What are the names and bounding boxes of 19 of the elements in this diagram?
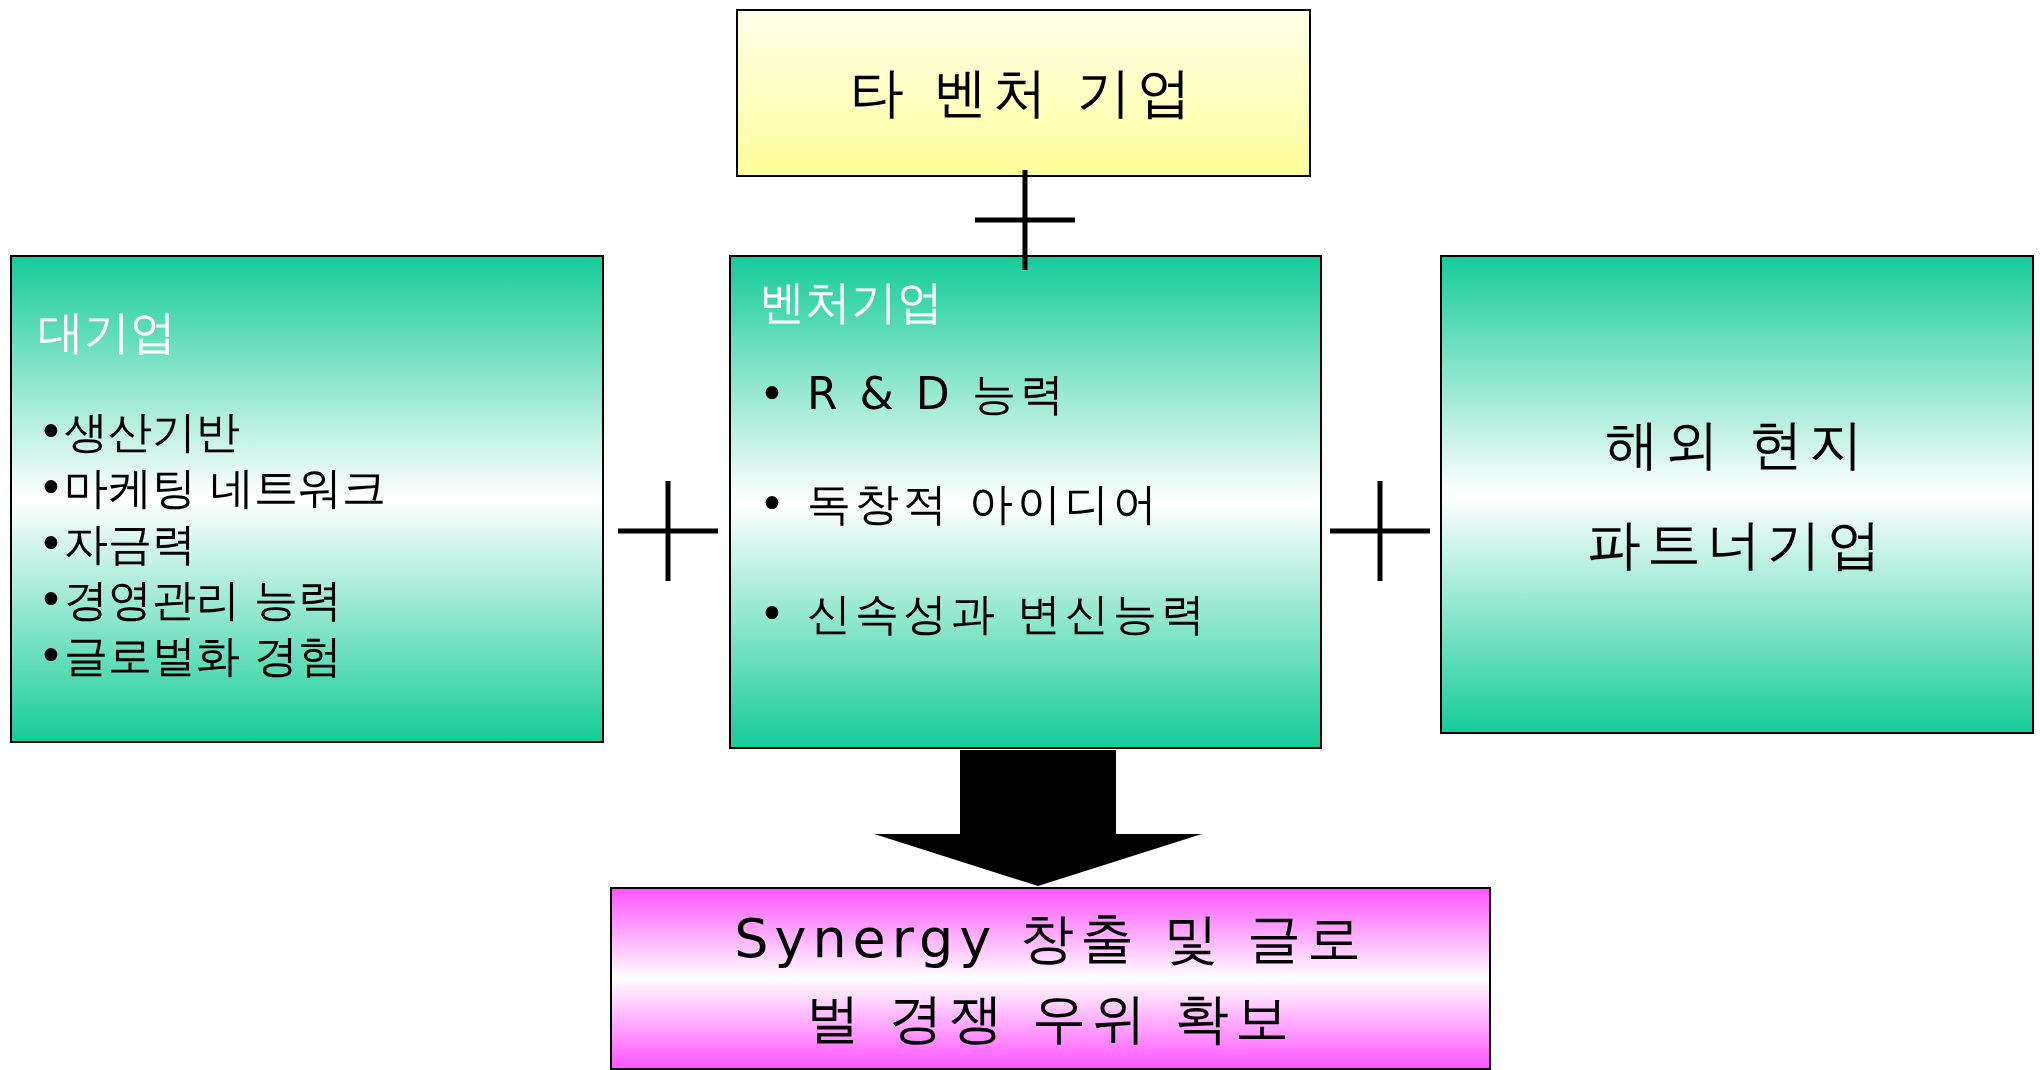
box-heading: 벤처기업 <box>759 275 943 331</box>
bullet-item: •글로벌화 경험 <box>38 629 342 684</box>
box-label: 해외 현지 파트너기업 <box>1586 411 1888 578</box>
text-box <box>1440 255 2034 734</box>
bullet-item: •마케팅 네트워크 <box>38 461 386 516</box>
bullet-item: • 신속성과 변신능력 <box>759 587 1209 642</box>
box-heading: 대기업 <box>38 305 176 361</box>
text-box <box>10 255 604 743</box>
bullet-item: •생산기반 <box>38 405 240 460</box>
bullet-item: •자금력 <box>38 517 196 572</box>
text-box <box>729 255 1322 749</box>
text-box <box>736 9 1311 177</box>
text-box <box>610 887 1491 1070</box>
bullet-item: • 독창적 아이디어 <box>759 477 1161 532</box>
bullet-item: •경영관리 능력 <box>38 573 342 628</box>
block-arrow <box>874 750 1202 886</box>
box-label: 타 벤처 기업 <box>850 61 1197 125</box>
box-label: Synergy 창출 및 글로벌 경쟁 우위 확보 <box>733 905 1368 1052</box>
bullet-item: • R & D 능력 <box>759 367 1068 422</box>
